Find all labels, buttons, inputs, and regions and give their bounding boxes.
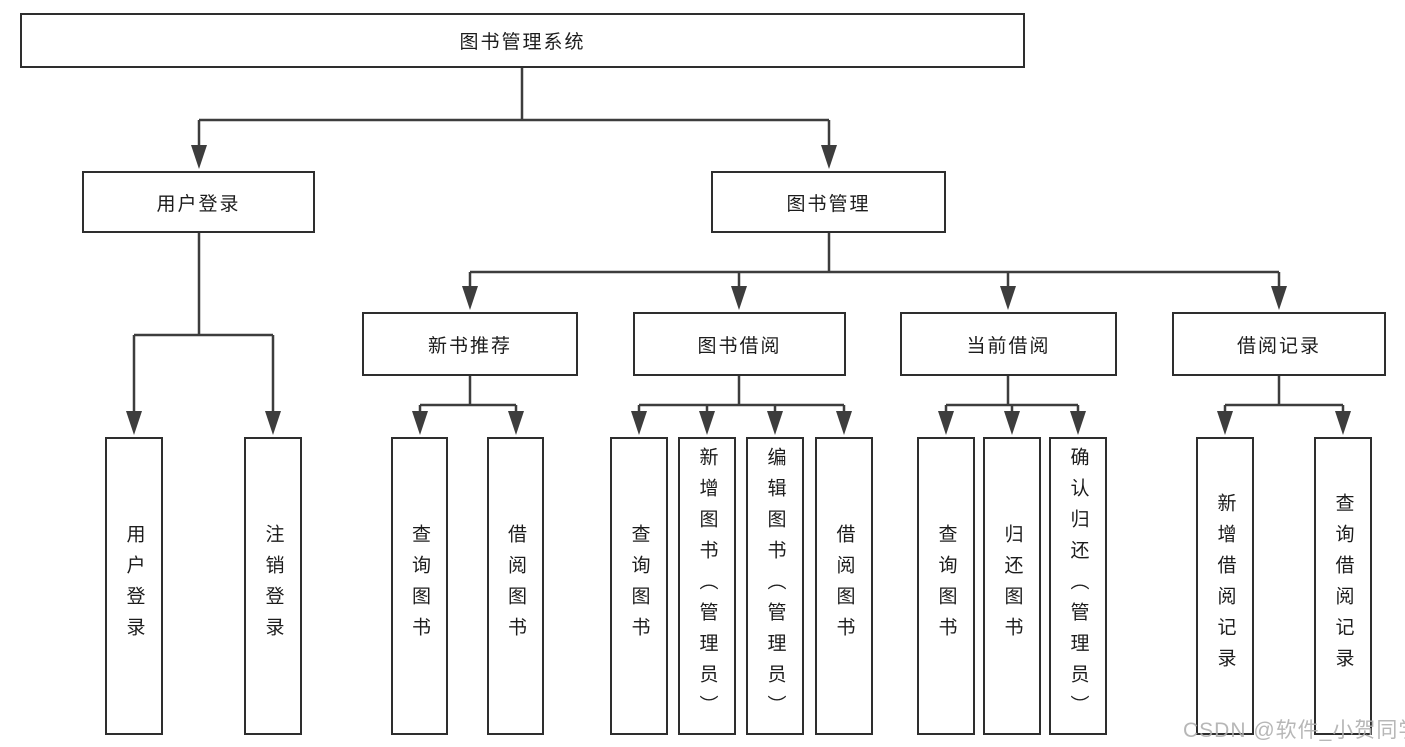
node-leaf-query-books-recommend: 查询图书 [391, 437, 448, 735]
node-leaf-logout: 注销登录 [244, 437, 302, 735]
node-current-borrowing: 当前借阅 [900, 312, 1117, 376]
node-user-login: 用户登录 [82, 171, 315, 233]
node-borrowing-records: 借阅记录 [1172, 312, 1386, 376]
node-leaf-return-books: 归还图书 [983, 437, 1041, 735]
node-book-management: 图书管理 [711, 171, 946, 233]
node-leaf-add-borrow-record: 新增借阅记录 [1196, 437, 1254, 735]
node-leaf-query-borrow-record: 查询借阅记录 [1314, 437, 1372, 735]
leaf-label: 借阅图书 [505, 524, 526, 648]
node-leaf-borrow-books: 借阅图书 [815, 437, 873, 735]
leaf-label: 归还图书 [1001, 524, 1023, 648]
node-new-book-recommend: 新书推荐 [362, 312, 578, 376]
node-leaf-query-books-current: 查询图书 [917, 437, 975, 735]
node-leaf-confirm-return-admin: 确认归还（管理员） [1049, 437, 1107, 735]
node-root: 图书管理系统 [20, 13, 1025, 68]
watermark: CSDN @软件_小贺同学 [1183, 719, 1405, 742]
leaf-label: 编辑图书（管理员） [764, 446, 786, 726]
node-book-borrowing: 图书借阅 [633, 312, 846, 376]
leaf-label: 查询图书 [409, 524, 430, 648]
leaf-label: 查询图书 [935, 524, 957, 648]
leaf-label: 查询图书 [628, 524, 650, 648]
leaf-label: 查询借阅记录 [1332, 493, 1354, 679]
leaf-label: 确认归还（管理员） [1067, 446, 1089, 726]
node-leaf-borrow-books-recommend: 借阅图书 [487, 437, 544, 735]
leaf-label: 借阅图书 [833, 524, 855, 648]
node-leaf-edit-books-admin: 编辑图书（管理员） [746, 437, 804, 735]
node-leaf-add-books-admin: 新增图书（管理员） [678, 437, 736, 735]
node-leaf-query-books-borrowing: 查询图书 [610, 437, 668, 735]
leaf-label: 用户登录 [123, 524, 145, 648]
leaf-label: 新增图书（管理员） [696, 446, 718, 726]
leaf-label: 新增借阅记录 [1214, 493, 1236, 679]
node-leaf-user-login: 用户登录 [105, 437, 163, 735]
leaf-label: 注销登录 [262, 524, 284, 648]
